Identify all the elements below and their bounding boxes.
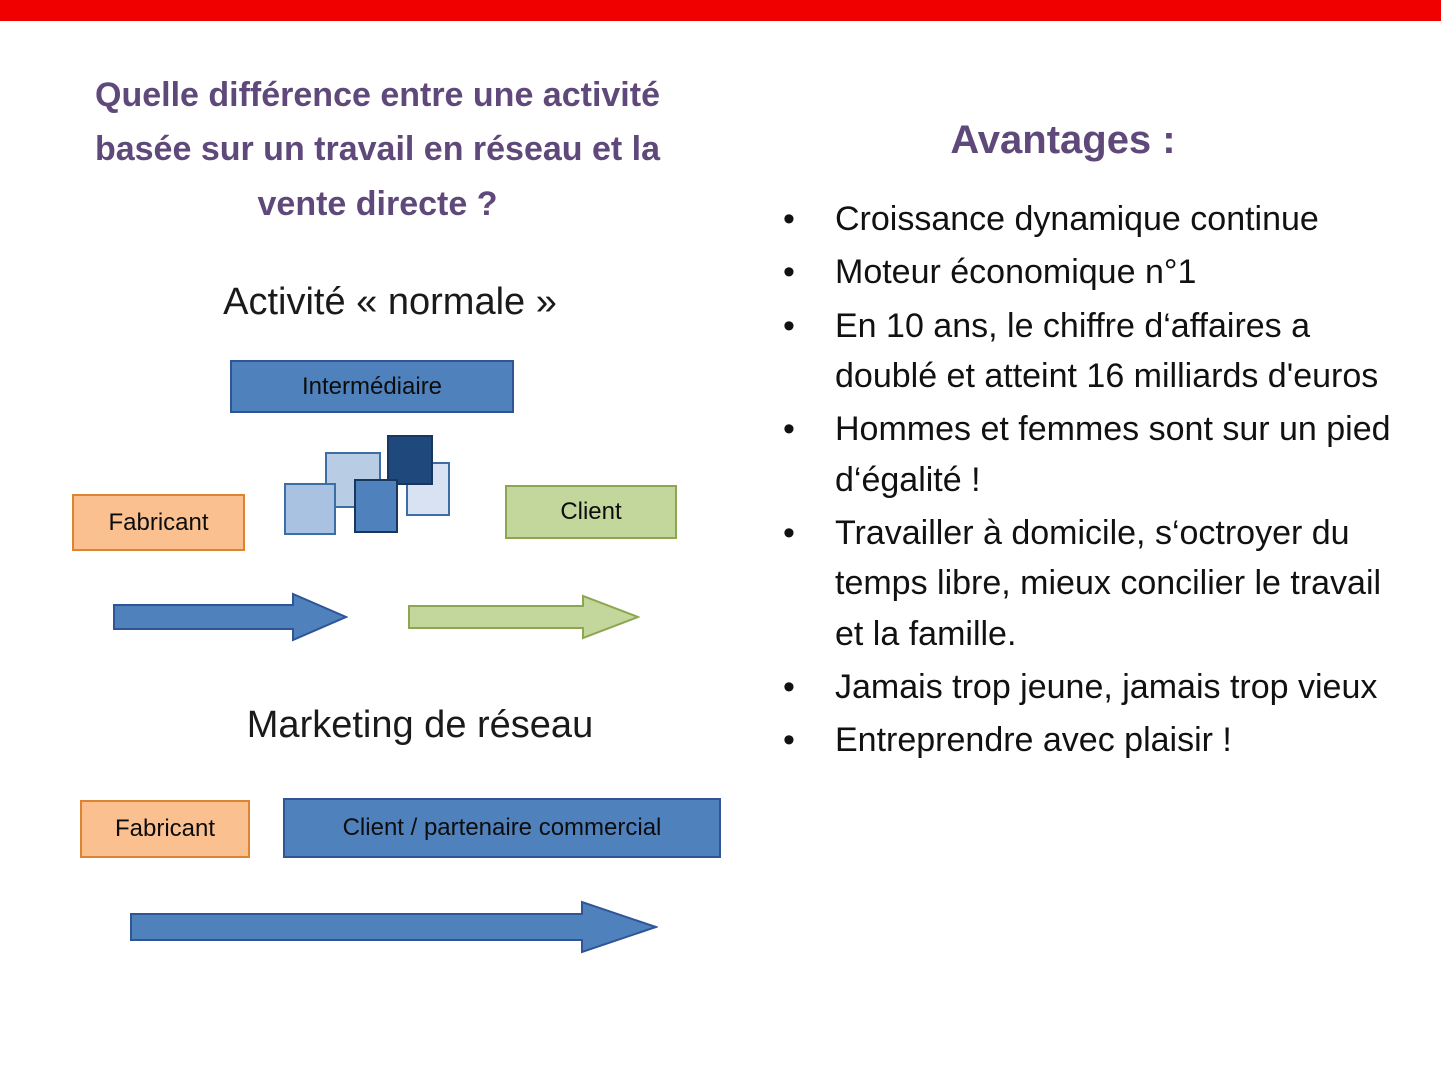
- slide-title: Quelle différence entre une activité bas…: [94, 76, 661, 223]
- list-item: • Moteur économique n°1: [783, 247, 1395, 297]
- bullet-text: Hommes et femmes sont sur un pied d‘égal…: [835, 410, 1391, 499]
- client-partner-box: Client / partenaire commercial: [283, 798, 721, 858]
- bullet-text: Croissance dynamique continue: [835, 200, 1319, 238]
- list-item: • Entreprendre avec plaisir !: [783, 715, 1395, 765]
- intermediary-label: Intermédiaire: [301, 372, 443, 400]
- intermediary-box: Intermédiaire: [230, 360, 514, 413]
- list-item: • En 10 ans, le chiffre d‘affaires a dou…: [783, 301, 1395, 402]
- blue-flow-arrow-icon: [113, 592, 348, 642]
- manufacturer-box-1: Fabricant: [72, 494, 245, 551]
- bullet-text: Entreprendre avec plaisir !: [835, 721, 1232, 760]
- list-item: • Croissance dynamique continue: [783, 194, 1395, 244]
- list-item: • Hommes et femmes sont sur un pied d‘ég…: [783, 404, 1395, 505]
- advantages-heading: Avantages :: [950, 118, 1176, 162]
- bullet-dot: •: [783, 253, 795, 292]
- section-normal-activity-title: Activité « normale »: [223, 281, 557, 323]
- bullet-text: Travailler à domicile, s‘octroyer du tem…: [835, 513, 1382, 653]
- advantages-list: • Croissance dynamique continue • Moteur…: [783, 194, 1395, 768]
- manufacturer-label-1: Fabricant: [108, 508, 209, 536]
- cluster-square-4: [284, 483, 336, 535]
- manufacturer-box-2: Fabricant: [80, 800, 250, 858]
- bullet-dot: •: [783, 200, 795, 238]
- list-item: • Travailler à domicile, s‘octroyer du t…: [783, 508, 1395, 659]
- green-flow-arrow-icon: [408, 594, 640, 640]
- bullet-text: En 10 ans, le chiffre d‘affaires a doubl…: [835, 306, 1379, 395]
- bullet-dot: •: [783, 667, 795, 706]
- bullet-dot: •: [783, 306, 795, 345]
- cluster-square-3: [354, 479, 398, 533]
- client-label-1: Client: [560, 498, 622, 525]
- bullet-text: Jamais trop jeune, jamais trop vieux: [835, 667, 1378, 706]
- top-red-bar: [0, 0, 1441, 21]
- client-partner-label: Client / partenaire commercial: [342, 814, 662, 841]
- cluster-square-2: [387, 435, 433, 485]
- bullet-dot: •: [783, 721, 795, 760]
- bullet-text: Moteur économique n°1: [835, 253, 1197, 292]
- bullet-dot: •: [783, 410, 795, 449]
- list-item: • Jamais trop jeune, jamais trop vieux: [783, 662, 1395, 712]
- long-blue-flow-arrow-icon: [130, 900, 658, 954]
- bullet-dot: •: [783, 513, 795, 552]
- section-network-marketing-title: Marketing de réseau: [246, 704, 594, 746]
- manufacturer-label-2: Fabricant: [114, 815, 216, 842]
- client-box-1: Client: [505, 485, 677, 539]
